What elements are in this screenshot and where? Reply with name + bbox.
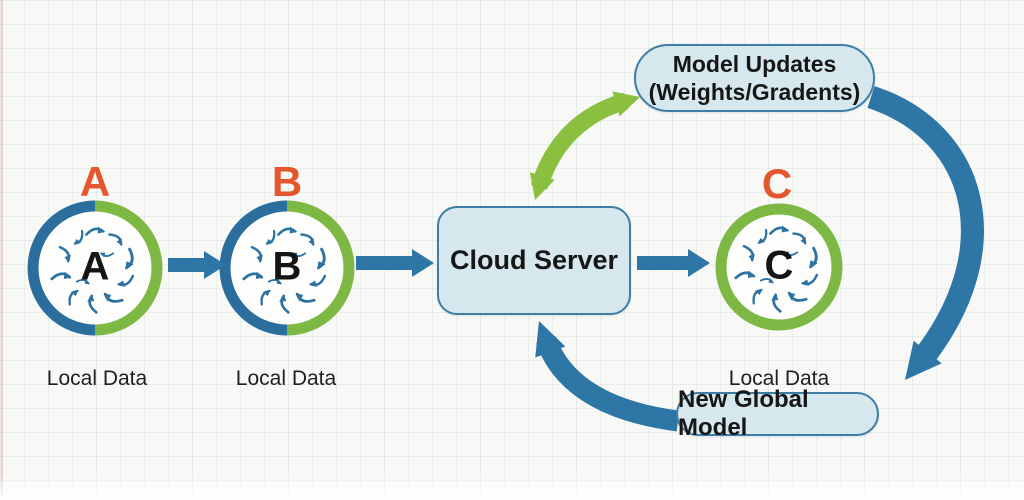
node-b-body — [225, 206, 349, 330]
client-c-badge: C — [761, 160, 793, 207]
client-b-badge: B — [271, 158, 303, 205]
local-data-scribbles-icon — [50, 226, 135, 314]
client-node-c — [715, 203, 843, 331]
global-model-upload-arc-icon — [535, 321, 680, 432]
node-c-letter: C — [764, 243, 794, 288]
node-c-body — [721, 209, 837, 325]
client-node-b — [219, 200, 355, 336]
new-global-model-label: New Global Model — [678, 386, 809, 441]
arrow-a-to-b-icon — [168, 251, 226, 279]
model-updates-line1: Model Updates — [672, 51, 837, 77]
node-a-letter: A — [80, 244, 110, 289]
node-b-ring-green-half — [286, 200, 355, 336]
cloud-server-label: Cloud Server — [449, 245, 619, 275]
local-data-scribbles-icon — [242, 226, 327, 314]
arrow-server-to-c-icon — [637, 249, 710, 277]
node-b-letter: B — [272, 244, 302, 289]
node-a-ring-green-half — [94, 200, 163, 336]
client-node-a — [27, 200, 163, 336]
node-b-ring-blue-half — [219, 200, 288, 336]
cloud-server-box: Cloud Server — [437, 206, 631, 315]
local-data-label-a: Local Data — [46, 367, 148, 390]
node-c-ring-green — [715, 203, 843, 331]
sync-arrow-icon — [529, 91, 640, 200]
arrow-b-to-server-icon — [356, 249, 434, 277]
model-updates-line2: (Weights/Gradents) — [648, 79, 861, 105]
node-a-ring-blue-half — [27, 200, 96, 336]
new-global-model-box: New Global Model — [676, 386, 879, 441]
model-updates-box: Model Updates (Weights/Gradents) — [634, 44, 875, 112]
client-a-badge: A — [79, 158, 111, 205]
local-data-label-b: Local Data — [235, 367, 337, 390]
local-data-scribbles-icon — [734, 225, 819, 313]
local-data-label-c: Local Data — [728, 367, 830, 390]
model-distribution-arc-icon — [867, 86, 984, 380]
node-a-body — [33, 206, 157, 330]
